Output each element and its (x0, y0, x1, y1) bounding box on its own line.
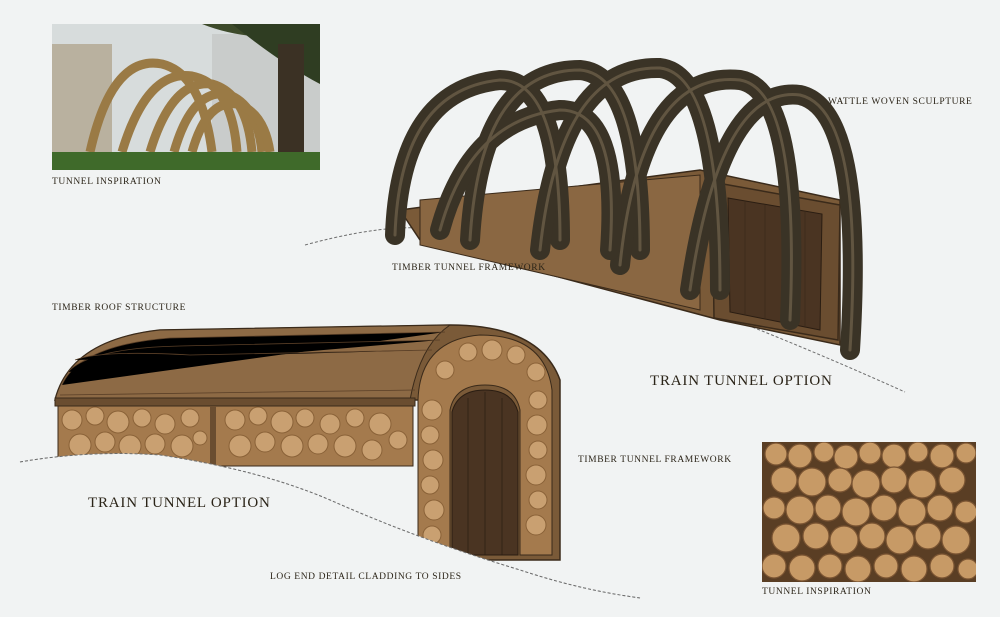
wattle-woven-arches (385, 57, 863, 360)
wattle-woven-sculpture-label: WATTLE WOVEN SCULPTURE (828, 97, 973, 107)
tunnel-inspiration-label-bottom: TUNNEL INSPIRATION (762, 587, 872, 597)
log-end-cladding-front (417, 334, 553, 556)
log-end-detail-label: LOG END DETAIL CLADDING TO SIDES (270, 572, 462, 582)
ground-line-top (304, 227, 906, 393)
timber-tunnel-framework-label-top: TIMBER TUNNEL FRAMEWORK (392, 263, 546, 273)
tunnel-inspiration-photo-top (52, 24, 320, 170)
train-tunnel-option-label-bottom: TRAIN TUNNEL OPTION (88, 495, 271, 511)
log-end-cladding-side (57, 405, 414, 467)
log-stack-photo (762, 442, 976, 582)
train-tunnel-option-label-top: TRAIN TUNNEL OPTION (650, 373, 833, 389)
willow-tunnel-photo (52, 24, 320, 170)
tunnel-inspiration-label-top: TUNNEL INSPIRATION (52, 177, 162, 187)
timber-roof-structure-label: TIMBER ROOF STRUCTURE (52, 303, 187, 313)
timber-tunnel-framework-label-bottom: TIMBER TUNNEL FRAMEWORK (578, 455, 732, 465)
tunnel-inspiration-photo-bottom (762, 442, 976, 582)
